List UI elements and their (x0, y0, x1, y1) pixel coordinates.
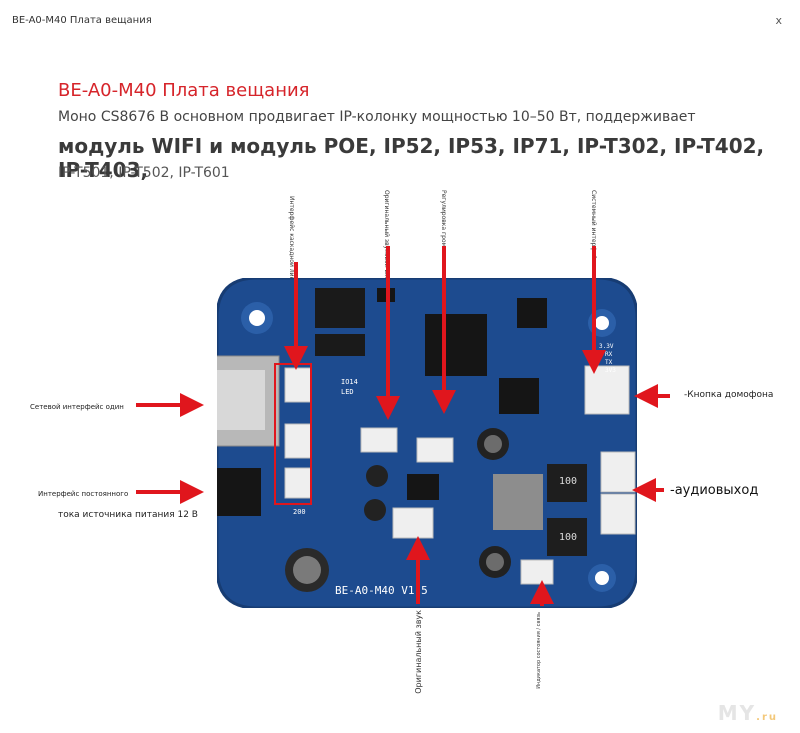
io-label: IO14 (341, 378, 358, 386)
watermark-suffix: .ru (756, 712, 778, 723)
description-line-1: Моно CS8676 В основном продвигает IP-кол… (58, 109, 696, 125)
led-label: LED (341, 388, 354, 396)
label-orig-in: Оригинальный звуковой вход (383, 190, 390, 285)
pin-label-3: TX (605, 359, 613, 366)
label-orig-sound: Оригинальный звук (414, 610, 423, 694)
pin-label-2: RX (605, 351, 613, 358)
label-speaker: Индикатор состояния / связь (536, 612, 542, 689)
label-cascade: Интерфейс каскадной линии (288, 196, 295, 289)
label-network: Сетевой интерфейс один (30, 403, 124, 411)
inductor-1-label: 100 (559, 476, 577, 487)
watermark: MY.ru (718, 701, 778, 725)
label-power-b: тока источника питания 12 В (58, 510, 198, 520)
label-system: Системный интерфейс (590, 190, 597, 263)
board-silkscreen: BE-A0-M40 V1.5 (335, 584, 428, 597)
pcb-board-image: 100 100 BE-A0-M40 V1.5 200 LED IO14 3.3V… (217, 278, 637, 608)
description-line-2: модуль WIFI и модуль POE, IP52, IP53, IP… (58, 134, 765, 182)
description-line-3: IP-T501, IP-T502, IP-T601 (58, 165, 230, 181)
label-audio-out: -аудиовыход (670, 483, 759, 498)
window-title: BE-A0-M40 Плата вещания (12, 15, 152, 26)
inductor-2-label: 100 (559, 532, 577, 543)
resistor-label: 200 (293, 508, 306, 516)
label-power-a: Интерфейс постоянного (38, 490, 129, 498)
product-heading: BE-A0-M40 Плата вещания (58, 80, 310, 101)
label-intercom: -Кнопка домофона (684, 390, 774, 400)
watermark-main: MY (717, 701, 757, 725)
label-volume: Регулировка громкости (440, 190, 447, 266)
pin-label-1: 3.3V (599, 343, 614, 350)
close-button[interactable]: x (775, 14, 782, 27)
pin-label-4: 3V3 (605, 367, 616, 374)
